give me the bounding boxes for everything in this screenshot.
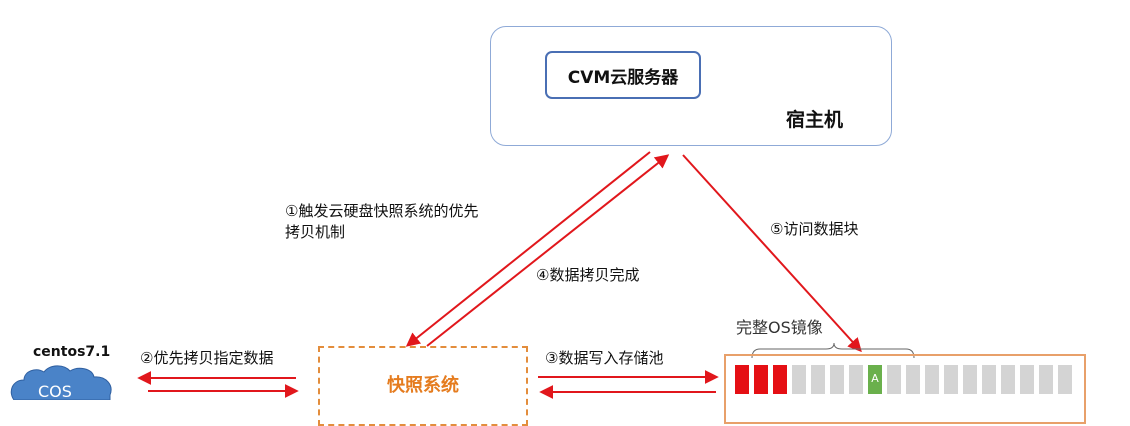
step5-label: ⑤访问数据块 [770, 220, 859, 238]
storage-block [1000, 364, 1016, 395]
storage-block [924, 364, 940, 395]
storage-block [1057, 364, 1073, 395]
image-brace [751, 342, 915, 359]
storage-block [829, 364, 845, 395]
host-machine-box [490, 26, 892, 146]
storage-block [810, 364, 826, 395]
storage-block [734, 364, 750, 395]
host-machine-label: 宿主机 [786, 109, 844, 131]
step1-label-line2: 拷贝机制 [285, 223, 346, 241]
storage-block [905, 364, 921, 395]
storage-block [962, 364, 978, 395]
storage-block [753, 364, 769, 395]
step3-label: ③数据写入存储池 [545, 349, 664, 367]
cos-cloud-icon [10, 365, 112, 400]
diagram-connectors [10, 151, 915, 400]
step4-label: ④数据拷贝完成 [536, 266, 640, 284]
cvm-server-box: CVM云服务器 [545, 51, 701, 99]
arrow-step4 [426, 154, 670, 347]
storage-block [886, 364, 902, 395]
cvm-server-label: CVM云服务器 [567, 67, 679, 88]
storage-block [772, 364, 788, 395]
cos-cloud-label: COS [38, 382, 72, 401]
step2-label: ②优先拷贝指定数据 [140, 349, 274, 367]
storage-block [1038, 364, 1054, 395]
storage-block [943, 364, 959, 395]
os-image-label: 完整OS镜像 [736, 318, 823, 337]
step1-label-line1: ①触发云硬盘快照系统的优先 [285, 202, 479, 220]
storage-block [1019, 364, 1035, 395]
arrow-step1 [405, 151, 651, 347]
client-os-label: centos7.1 [33, 344, 111, 360]
snapshot-system-label: 快照系统 [387, 375, 459, 396]
arrow-step5 [682, 154, 862, 353]
storage-block [981, 364, 997, 395]
storage-block [848, 364, 864, 395]
storage-block: A [867, 364, 883, 395]
storage-block [791, 364, 807, 395]
